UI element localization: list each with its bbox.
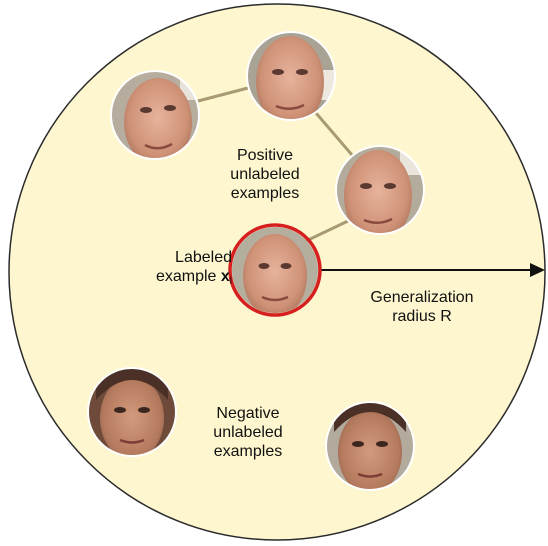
- connector-2-3: [314, 112, 354, 156]
- positive-examples-label: Positive unlabeled examples: [214, 146, 316, 203]
- radius-label-line-1: Generalization: [370, 289, 474, 306]
- labeled-example-ring: [228, 223, 322, 317]
- negative-label-line-3: examples: [213, 443, 283, 460]
- labeled-label-prefix: example: [155, 268, 221, 285]
- positive-label-line-3: examples: [230, 185, 300, 202]
- positive-connectors: [197, 86, 354, 243]
- labeled-label-line-1: Labeled: [175, 249, 232, 266]
- labeled-label-line-2: example xl: [102, 267, 232, 291]
- negative-examples-label: Negative unlabeled examples: [196, 404, 300, 461]
- generalization-radius-label: Generalization radius R: [352, 288, 492, 326]
- labeled-face-photo: [232, 227, 318, 313]
- radius-arrow: [320, 263, 545, 277]
- labeled-example-label: Labeled example xl: [102, 248, 232, 291]
- labeled-symbol: x: [220, 268, 230, 285]
- labeled-subscript: l: [229, 276, 232, 287]
- connector-3-labeled: [305, 219, 349, 243]
- negative-label-line-1: Negative: [216, 405, 280, 422]
- radius-label-line-2: radius R: [392, 308, 452, 325]
- negative-face-photo-1: [88, 368, 176, 456]
- negative-label-line-2: unlabeled: [213, 424, 283, 441]
- positive-label-line-2: unlabeled: [230, 166, 300, 183]
- connector-1-2: [197, 86, 249, 103]
- positive-label-line-1: Positive: [236, 147, 294, 164]
- negative-face-photo-2: [326, 402, 414, 490]
